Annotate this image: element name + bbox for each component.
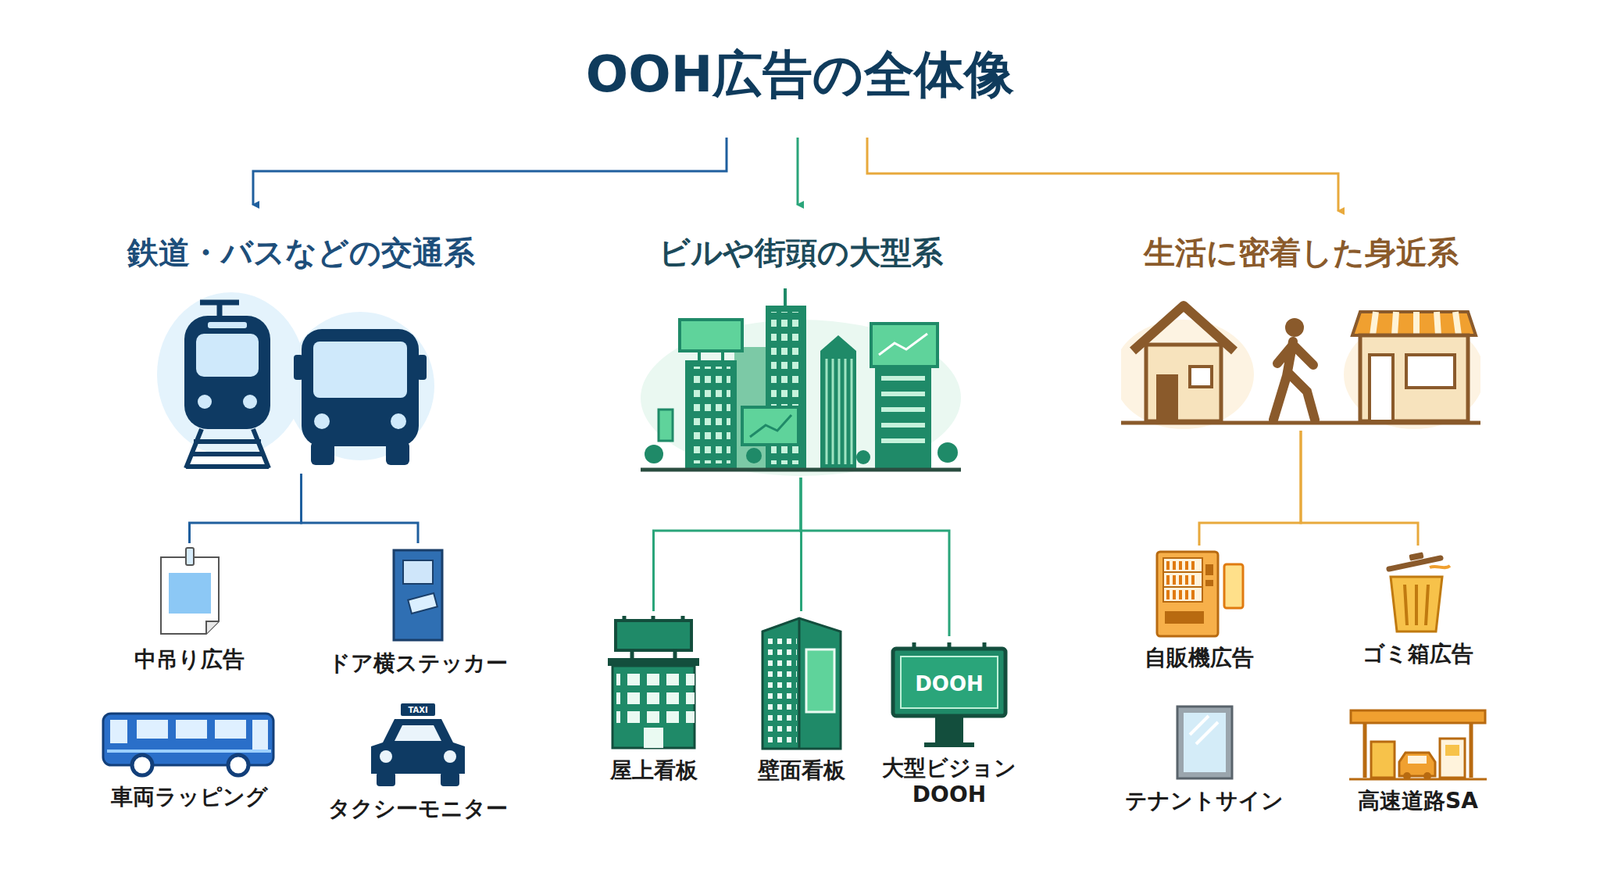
category-heading: 生活に密着した身近系: [1143, 231, 1459, 275]
city-illustration: [636, 288, 965, 476]
ad-type-node: 壁面看板: [756, 614, 847, 784]
ad-type-node: 中吊り広告: [134, 546, 245, 673]
tree-connector: [189, 473, 302, 543]
tree-connector: [1300, 430, 1418, 546]
category-node: 鉄道・バスなどの交通系: [127, 231, 475, 472]
door-sticker-icon: [382, 546, 454, 644]
rooftop-sign-icon: [604, 614, 703, 751]
ad-type-label: 屋上看板: [610, 757, 698, 784]
ad-type-node: 屋上看板: [604, 614, 703, 784]
ad-type-label: 自販機広告: [1144, 644, 1254, 672]
trash-bin-icon: [1381, 548, 1456, 635]
ad-type-label: 中吊り広告: [134, 646, 245, 673]
ad-type-node: DOOH 大型ビジョン DOOH: [863, 639, 1036, 808]
dooh-vision-icon: DOOH: [886, 639, 1012, 749]
title-arrow: [867, 137, 1339, 211]
diagram-title: OOH広告の全体像: [0, 40, 1600, 109]
tree-connector: [800, 477, 950, 636]
ad-type-label: 壁面看板: [757, 757, 846, 784]
ad-type-node: ゴミ箱広告: [1362, 548, 1474, 668]
taxi-icon: TAXI: [359, 703, 477, 790]
taxi-sign: TAXI: [407, 705, 428, 715]
vending-machine-icon: [1150, 548, 1249, 639]
ad-type-node: 高速道路SA: [1347, 707, 1489, 815]
ad-type-node: ドア横ステッカー: [328, 546, 508, 677]
ad-type-label: テナントサイン: [1125, 787, 1284, 815]
ad-type-label: 車両ラッピング: [110, 783, 268, 811]
wrapped-bus-icon: [99, 707, 279, 778]
ad-type-label: 高速道路SA: [1357, 787, 1479, 815]
category-heading: 鉄道・バスなどの交通系: [127, 231, 475, 275]
ad-type-node: 自販機広告: [1144, 548, 1254, 672]
ad-type-node: 車両ラッピング: [99, 707, 279, 811]
tree-connector: [1199, 430, 1301, 546]
title-arrow: [253, 137, 727, 205]
daily-life-illustration: [1121, 288, 1481, 429]
tree-connector: [653, 477, 802, 611]
ad-type-node: テナントサイン: [1125, 703, 1284, 815]
ad-type-label: ゴミ箱広告: [1362, 640, 1474, 668]
title-arrow: [796, 137, 800, 205]
category-node: ビルや街頭の大型系: [636, 231, 965, 476]
ad-type-node: TAXI タクシーモニター: [328, 703, 508, 822]
ad-type-label: 大型ビジョン DOOH: [863, 754, 1036, 808]
wall-sign-icon: [756, 614, 847, 751]
hanging-poster-icon: [146, 546, 233, 640]
screen-text: DOOH: [914, 671, 984, 696]
category-node: 生活に密着した身近系: [1121, 231, 1481, 429]
category-heading: ビルや街頭の大型系: [658, 231, 943, 275]
ad-type-label: ドア横ステッカー: [328, 650, 508, 677]
transport-illustration: [153, 288, 450, 472]
service-area-icon: [1347, 707, 1489, 782]
tenant-sign-icon: [1169, 703, 1240, 782]
tree-connector: [301, 473, 419, 543]
ad-type-label: タクシーモニター: [328, 795, 508, 822]
